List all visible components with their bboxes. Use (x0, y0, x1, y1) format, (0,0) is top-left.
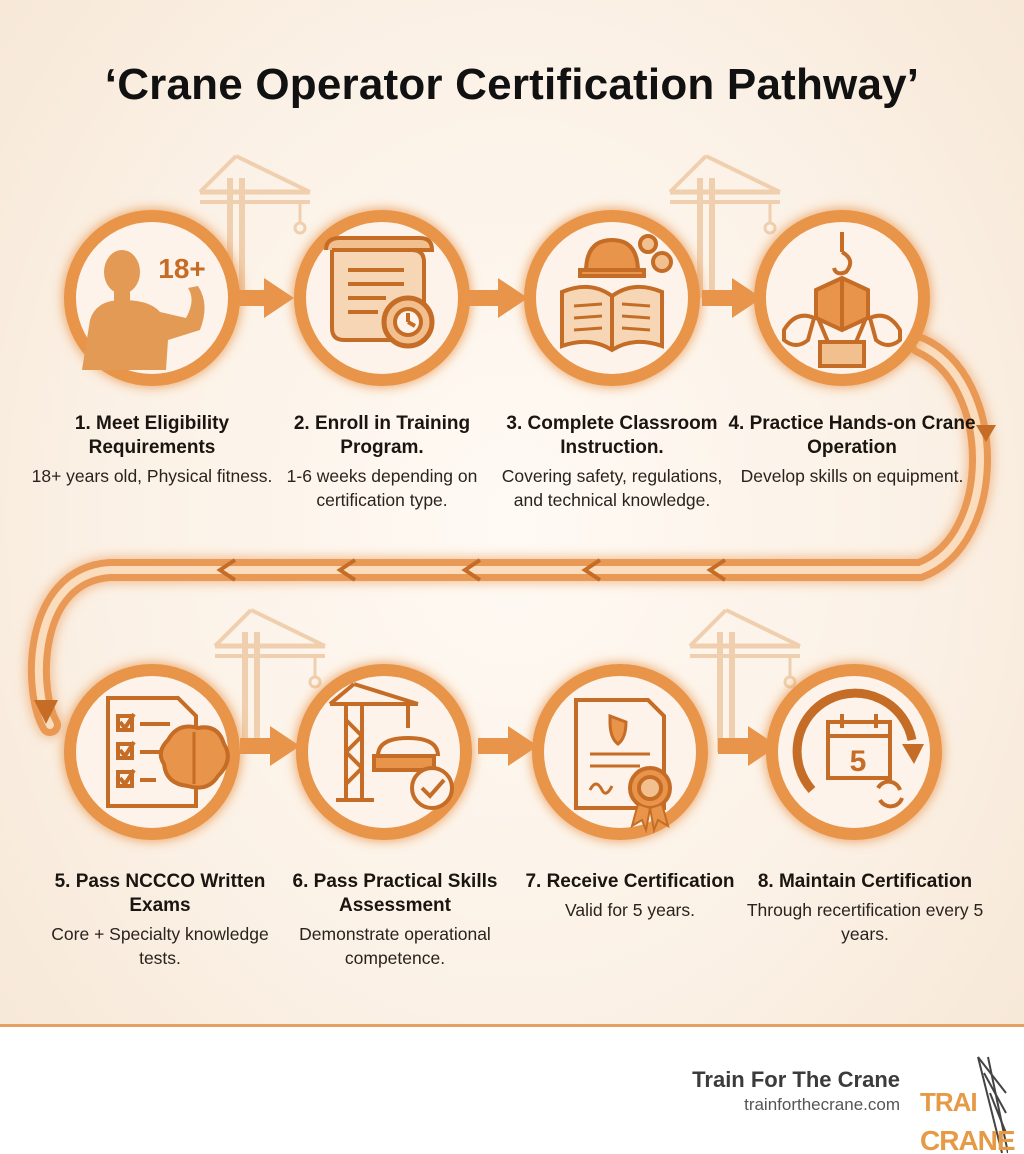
step-2-desc: 1-6 weeks depending on certification typ… (286, 466, 478, 510)
scroll-clock-gear-icon (324, 236, 435, 349)
arrow-icon (478, 726, 538, 766)
step-7-title: 7. Receive Certification (525, 871, 735, 892)
calendar-renew-icon: 5 (792, 688, 924, 809)
arrow-icon (468, 278, 528, 318)
step-6-text: 6. Pass Practical Skills Assessment Demo… (270, 870, 520, 970)
step-8-desc: Through recertification every 5 years. (746, 900, 984, 944)
age-badge: 18+ (158, 253, 206, 284)
calendar-number: 5 (850, 745, 867, 778)
arrow-icon (702, 278, 762, 318)
person-flexing-18plus-icon: 18+ (82, 250, 206, 370)
arrow-icon (234, 278, 294, 318)
step-2-title: 2. Enroll in Training Program. (293, 413, 471, 458)
brand-name: Train For The Crane (692, 1067, 900, 1092)
step-4-desc: Develop skills on equipment. (740, 466, 964, 486)
step-7-text: 7. Receive Certification Valid for 5 yea… (505, 870, 755, 922)
step-5-desc: Core + Specialty knowledge tests. (51, 924, 269, 968)
book-hardhat-gears-icon (560, 234, 673, 353)
step-4-text: 4. Practice Hands-on Crane Operation Dev… (727, 412, 977, 488)
step-6-desc: Demonstrate operational competence. (299, 924, 491, 968)
brand-url-link[interactable]: trainforthecrane.com (744, 1095, 900, 1114)
step-6-title: 6. Pass Practical Skills Assessment (292, 871, 498, 916)
step-1-title: 1. Meet Eligibility Requirements (74, 413, 230, 458)
step-7-desc: Valid for 5 years. (564, 900, 695, 920)
step-5-title: 5. Pass NCCCO Written Exams (54, 871, 266, 916)
step-8-title: 8. Maintain Certification (757, 871, 973, 892)
step-5-text: 5. Pass NCCCO Written Exams Core + Speci… (35, 870, 285, 970)
connector-arrowhead-icon (34, 425, 996, 724)
step-3-title: 3. Complete Classroom Instruction. (506, 413, 718, 458)
step-1-text: 1. Meet Eligibility Requirements 18+ yea… (27, 412, 277, 488)
page-title: ‘Crane Operator Certification Pathway’ (104, 60, 920, 109)
row-connector-path (27, 334, 991, 736)
step-arrows (234, 278, 778, 766)
step-2-text: 2. Enroll in Training Program. 1-6 weeks… (257, 412, 507, 512)
certificate-ribbon-icon (574, 698, 672, 834)
step-1-desc: 18+ years old, Physical fitness. (31, 466, 273, 486)
footer: Train For The Crane trainforthecrane.com… (0, 1024, 1024, 1154)
arrow-icon (718, 726, 778, 766)
checklist-brain-icon (106, 696, 230, 808)
step-8-text: 8. Maintain Certification Through recert… (740, 870, 990, 946)
step-3-text: 3. Complete Classroom Instruction. Cover… (487, 412, 737, 512)
step-3-desc: Covering safety, regulations, and techni… (501, 466, 723, 510)
arrow-icon (240, 726, 300, 766)
hands-joystick-hook-icon (782, 232, 902, 368)
tower-crane-check-icon (328, 682, 454, 810)
connector-chevrons (216, 558, 727, 582)
train-for-the-crane-logo-icon: TRAI CRANE (918, 1053, 1016, 1154)
step-4-title: 4. Practice Hands-on Crane Operation (728, 413, 976, 458)
pathway-diagram: 18+ (27, 0, 996, 840)
